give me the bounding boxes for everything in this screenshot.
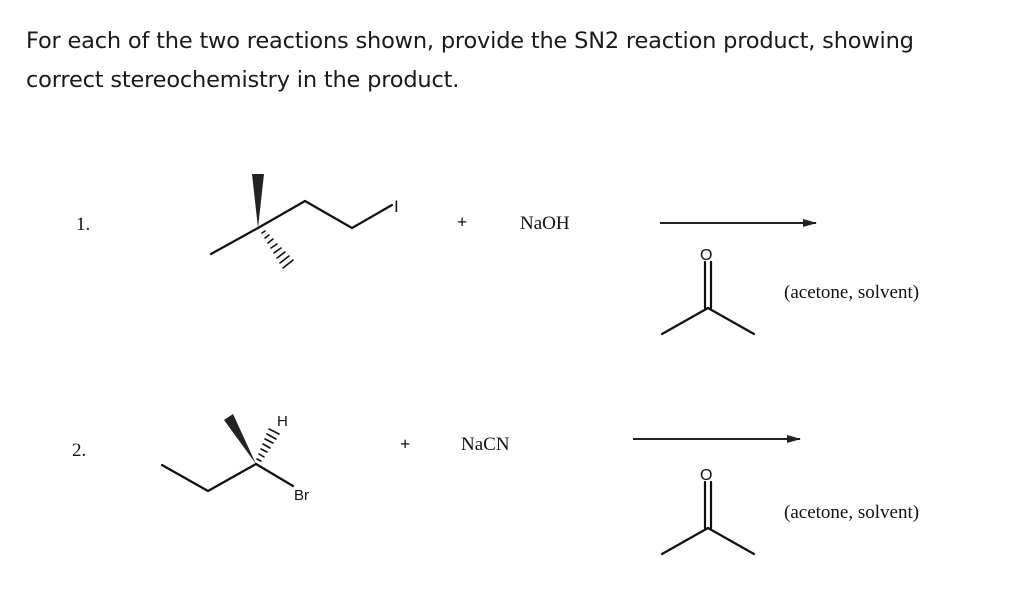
oxygen-label: O bbox=[700, 467, 712, 484]
wedge-bond-icon bbox=[224, 414, 256, 464]
question-text: For each of the two reactions shown, pro… bbox=[26, 22, 1006, 100]
plus-sign: + bbox=[400, 434, 410, 454]
question-line-2: correct stereochemistry in the product. bbox=[26, 67, 460, 93]
reaction-2-substrate bbox=[160, 414, 295, 493]
reaction-2: 2. H Br + NaCN bbox=[72, 413, 919, 556]
acetone-structure-2 bbox=[660, 480, 756, 556]
acetone-structure-1 bbox=[660, 260, 756, 336]
c-i-bond bbox=[350, 203, 394, 230]
hash-bond-icon bbox=[261, 230, 294, 269]
reaction-1-number: 1. bbox=[76, 214, 90, 235]
chain-bond bbox=[303, 199, 354, 230]
plus-sign: + bbox=[457, 212, 467, 232]
wedge-bond-icon bbox=[252, 174, 264, 228]
solvent-label-1: (acetone, solvent) bbox=[784, 282, 919, 303]
reaction-1-substrate bbox=[209, 174, 394, 269]
reagent-nacn: NaCN bbox=[461, 434, 510, 455]
chain-bond bbox=[256, 199, 307, 230]
reagent-naoh: NaOH bbox=[520, 213, 570, 234]
hash-bond-icon bbox=[256, 428, 280, 462]
chain-bond bbox=[160, 463, 210, 493]
solvent-label-2: (acetone, solvent) bbox=[784, 502, 919, 523]
c-br-bond bbox=[254, 462, 295, 488]
bromine-label: Br bbox=[294, 487, 309, 504]
hydrogen-label: H bbox=[277, 413, 288, 430]
reaction-1: 1. I + NaOH bbox=[76, 174, 919, 336]
chain-bond bbox=[206, 462, 258, 493]
reaction-2-number: 2. bbox=[72, 440, 86, 461]
question-line-1: For each of the two reactions shown, pro… bbox=[26, 28, 914, 54]
oxygen-label: O bbox=[700, 247, 712, 264]
methyl-bond bbox=[209, 226, 260, 256]
iodine-label: I bbox=[394, 197, 399, 216]
